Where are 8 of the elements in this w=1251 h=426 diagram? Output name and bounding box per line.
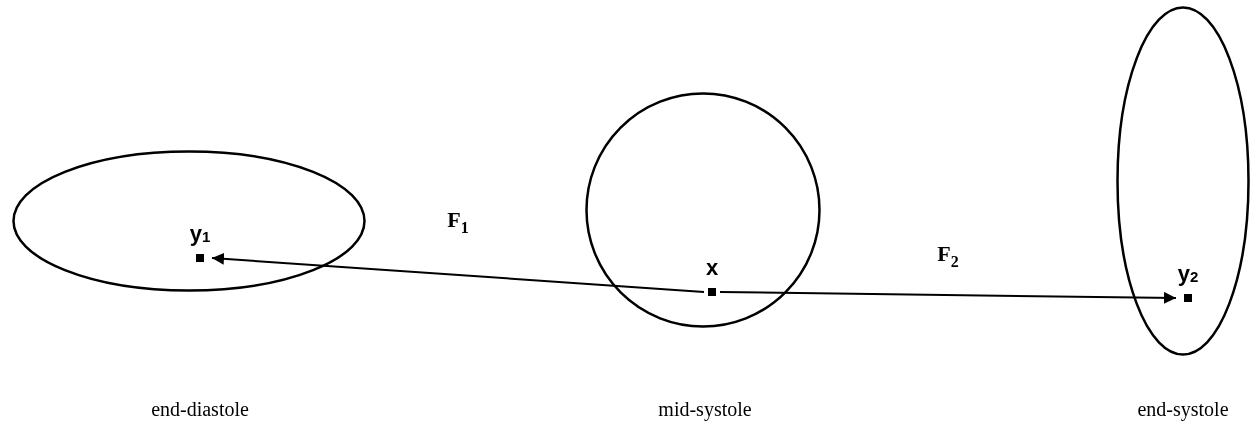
point-label: x [704, 256, 720, 280]
force-label: F$_{2}$ [937, 241, 959, 271]
arrow [719, 291, 1177, 304]
phase-caption: end-systole [1137, 398, 1229, 421]
arrow [211, 252, 705, 293]
force-label: F$_{1}$ [447, 207, 469, 237]
phase-caption: mid-systole [658, 398, 752, 421]
phase-caption: end-diastole [151, 398, 249, 421]
